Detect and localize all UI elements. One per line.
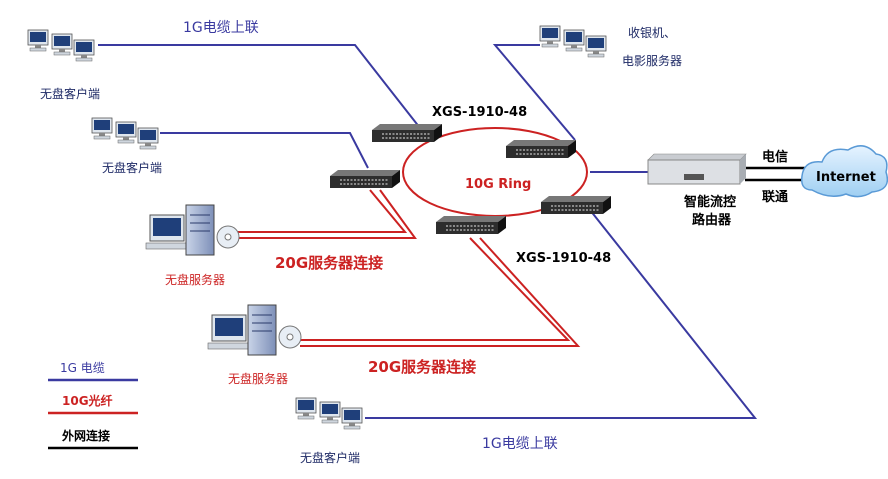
internet-cloud: [800, 145, 888, 198]
switch-top-right: [505, 139, 577, 159]
uplink-top-label: 1G电缆上联: [183, 20, 259, 36]
fiber-server2-b: [300, 237, 581, 347]
client-tl-label: 无盘客户端: [40, 86, 100, 101]
legend-label-1g: 1G 电缆: [60, 361, 105, 375]
client-group-cashier: [539, 25, 607, 58]
client-ml-label: 无盘客户端: [102, 160, 162, 175]
legend-label-10g: 10G光纤: [62, 393, 113, 408]
switch-top-label: XGS-1910-48: [432, 105, 527, 120]
client-bl-label: 无盘客户端: [300, 450, 360, 465]
server-2: [207, 304, 302, 356]
switch-bottom-left: [435, 215, 507, 235]
cable-cashier: [492, 44, 576, 141]
cable-client-tl: [98, 44, 421, 129]
cashier-label-line2: 电影服务器: [622, 53, 682, 68]
client-group-bl: [295, 397, 363, 430]
server2-label: 无盘服务器: [228, 371, 288, 386]
switch-top-left: [371, 123, 443, 143]
switch-bottom-label: XGS-1910-48: [516, 251, 611, 266]
cables-1g: [98, 44, 758, 419]
fiber-server-links: [238, 189, 581, 347]
fiber-server2-a: [300, 237, 571, 341]
isp-unicom-label: 联通: [762, 189, 788, 205]
fiber-server1-b: [238, 189, 417, 239]
cable-client-ml: [160, 132, 369, 169]
router-label-line2: 路由器: [692, 212, 732, 228]
router-label-line1: 智能流控: [684, 194, 736, 210]
switch-mid-left: [329, 169, 401, 189]
server1-label: 无盘服务器: [165, 272, 225, 287]
switch-bottom-right: [540, 195, 612, 215]
cashier-label-line1: 收银机、: [628, 26, 676, 40]
server-link2-label: 20G服务器连接: [368, 358, 476, 376]
internet-label: Internet: [816, 170, 876, 185]
server-1: [145, 204, 240, 256]
legend-label-wan: 外网连接: [62, 428, 110, 443]
isp-telecom-label: 电信: [762, 149, 788, 165]
client-group-ml: [91, 117, 159, 150]
cable-client-bl: [365, 209, 758, 419]
ring-label: 10G Ring: [465, 177, 531, 192]
router: [647, 153, 747, 185]
fiber-server1-a: [238, 189, 408, 233]
legend: [48, 378, 138, 450]
uplink-bottom-label: 1G电缆上联: [482, 436, 558, 452]
client-group-tl: [27, 29, 95, 62]
wan-lines: [745, 166, 812, 182]
server-link1-label: 20G服务器连接: [275, 254, 383, 272]
